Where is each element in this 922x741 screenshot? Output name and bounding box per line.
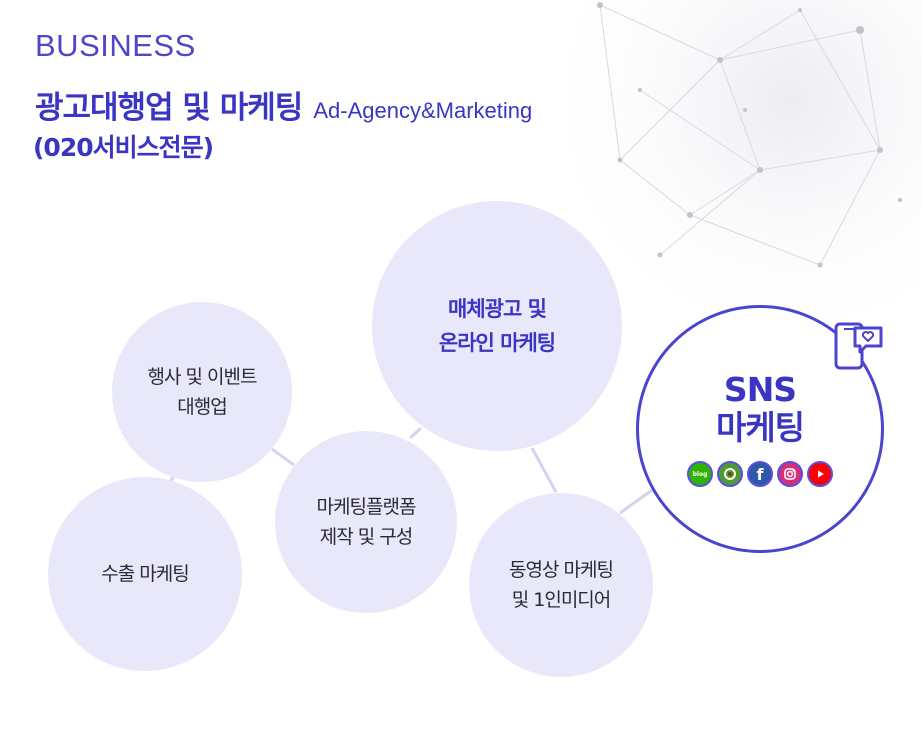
connector-event-platform: [271, 447, 295, 467]
youtube-icon: [807, 461, 833, 487]
bubble-line: 대행업: [177, 396, 227, 418]
bubble-line: 온라인 마케팅: [438, 331, 556, 355]
bubble-line: 마케팅플랫폼: [316, 496, 417, 518]
instagram-icon: [777, 461, 803, 487]
eyebrow-label: BUSINESS: [35, 28, 196, 63]
blog-icon-label: blog: [692, 470, 708, 478]
bubble-media-online: 매체광고 및 온라인 마케팅: [372, 201, 622, 451]
connector-media-video: [530, 447, 558, 493]
bubble-line: 및 1인미디어: [511, 589, 612, 611]
blog-icon: blog: [687, 461, 713, 487]
bubble-line: 동영상 마케팅: [509, 559, 614, 581]
bubble-video-media: 동영상 마케팅 및 1인미디어: [469, 493, 653, 677]
kakao-story-icon: [717, 461, 743, 487]
bubble-line: 행사 및 이벤트: [147, 366, 258, 388]
bubble-platform-production: 마케팅플랫폼 제작 및 구성: [275, 431, 457, 613]
sns-title: SNS: [723, 370, 797, 409]
bubble-line: 매체광고 및: [448, 297, 547, 321]
bubble-export-marketing: 수출 마케팅: [48, 477, 242, 671]
connector-platform-media: [408, 426, 423, 440]
phone-heart-icon: [834, 322, 883, 370]
sns-icon-row: blog f: [687, 461, 833, 487]
facebook-icon: f: [747, 461, 773, 487]
title-english: Ad-Agency&Marketing: [313, 98, 533, 123]
title-korean: 광고대행업 및 마케팅: [35, 90, 303, 126]
bubble-line: 제작 및 구성: [319, 526, 413, 548]
bubble-line: 수출 마케팅: [101, 563, 189, 585]
page-title: 광고대행업 및 마케팅 Ad-Agency&Marketing: [35, 82, 532, 127]
page-subtitle: (020서비스전문): [33, 133, 214, 162]
sns-subtitle: 마케팅: [715, 408, 805, 447]
facebook-icon-label: f: [756, 464, 764, 484]
bubble-event-agency: 행사 및 이벤트 대행업: [112, 302, 292, 482]
connector-video-sns: [619, 488, 653, 515]
